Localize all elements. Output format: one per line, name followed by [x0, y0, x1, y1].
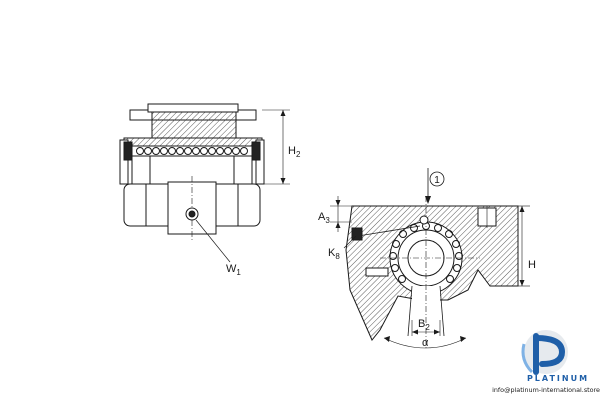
svg-text:α: α — [422, 337, 429, 349]
dimension-label-alpha: α — [422, 337, 429, 349]
dimension-label-h: H — [528, 259, 536, 271]
svg-text:1: 1 — [434, 175, 440, 186]
side-view-drawing — [119, 103, 290, 263]
callout-label-1: 1 — [434, 175, 440, 186]
dimension-label-h2: H2 — [288, 145, 301, 159]
svg-text:A3: A3 — [318, 211, 330, 225]
svg-text:K8: K8 — [328, 247, 340, 261]
ball-ring — [389, 222, 463, 283]
ball-row — [136, 147, 248, 155]
callout-circle — [429, 171, 445, 187]
dimension-label-a3: A3 — [318, 211, 330, 225]
brand-contact: info@platinum-international.store — [492, 386, 600, 394]
dimension-label-w1: W1 — [226, 263, 241, 277]
dimension-label-k8: K8 — [328, 247, 340, 261]
brand-name: PLATINUM — [526, 374, 590, 383]
svg-text:W1: W1 — [226, 263, 241, 277]
svg-text:H2: H2 — [288, 145, 301, 159]
svg-text:B2: B2 — [418, 318, 430, 332]
svg-text:H: H — [528, 259, 536, 271]
platinum-logo-icon — [521, 330, 568, 375]
dimension-label-b2: B2 — [418, 318, 430, 332]
section-view-drawing — [330, 168, 530, 350]
